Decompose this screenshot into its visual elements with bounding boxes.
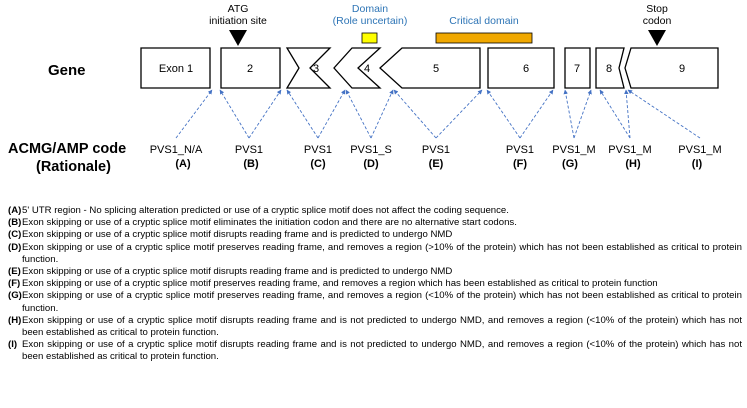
note-text: 5' UTR region - No splicing alteration p… <box>22 205 509 216</box>
exon-label: 3 <box>313 63 319 75</box>
atg-label-line2: initiation site <box>209 15 267 27</box>
atg-label-line1: ATG <box>228 3 249 15</box>
code-c: PVS1 <box>304 144 332 156</box>
exon-label: 6 <box>523 63 529 75</box>
note-text: Exon skipping or use of a cryptic splice… <box>22 278 658 290</box>
exon-2 <box>220 47 281 89</box>
domain-uncertain-bar <box>361 32 378 44</box>
note-label: (F) <box>8 278 21 290</box>
note-label: (E) <box>8 266 21 278</box>
note-label: (I) <box>8 339 18 351</box>
note-label: (B) <box>8 217 22 229</box>
gene-label: Gene <box>48 62 86 79</box>
code-d: PVS1_S <box>350 144 392 156</box>
arrow-b-right <box>248 89 282 139</box>
code-h: PVS1_M <box>608 144 651 156</box>
note-label: (H) <box>8 314 22 326</box>
code-letter-g: (G) <box>562 158 578 170</box>
note-label: (C) <box>8 229 22 241</box>
note-b: (B)Exon skipping or use of a cryptic spl… <box>8 217 742 229</box>
rationale-notes: (A)5' UTR region - No splicing alteratio… <box>8 205 742 364</box>
exon-label: 9 <box>679 63 685 75</box>
exon-label: 5 <box>433 63 439 75</box>
code-letter-i: (I) <box>692 158 703 170</box>
note-text: Exon skipping or use of a cryptic splice… <box>22 241 742 265</box>
arrow-c-right <box>317 89 346 139</box>
code-e: PVS1 <box>422 144 450 156</box>
exon-4 <box>333 47 382 89</box>
exon-9 <box>624 47 719 89</box>
note-text: Exon skipping or use of a cryptic splice… <box>22 290 742 314</box>
stop-label-line1: Stop <box>646 3 668 15</box>
stop-label-line2: codon <box>643 15 672 27</box>
exon-label: 4 <box>364 63 370 75</box>
note-f: (F)Exon skipping or use of a cryptic spl… <box>8 278 742 290</box>
arrow-c-left <box>286 89 319 139</box>
exon-label: 8 <box>606 63 612 75</box>
code-letter-h: (H) <box>625 158 641 170</box>
domain-uncertain-line2: (Role uncertain) <box>333 15 408 27</box>
code-sublabel: (Rationale) <box>36 159 111 175</box>
code-i: PVS1_M <box>678 144 721 156</box>
note-d: (D)Exon skipping or use of a cryptic spl… <box>8 242 742 266</box>
exon-7 <box>564 47 591 89</box>
arrow-e-left <box>393 89 437 139</box>
code-f: PVS1 <box>506 144 534 156</box>
note-label: (G) <box>8 290 22 302</box>
code-letter-b: (B) <box>243 158 259 170</box>
arrow-d-left <box>345 89 372 139</box>
exon-6 <box>487 47 555 89</box>
note-h: (H)Exon skipping or use of a cryptic spl… <box>8 315 742 339</box>
note-e: (E)Exon skipping or use of a cryptic spl… <box>8 266 742 278</box>
note-text: Exon skipping or use of a cryptic splice… <box>22 339 742 363</box>
note-label: (D) <box>8 241 22 253</box>
exon-1 <box>140 47 211 89</box>
note-g: (G)Exon skipping or use of a cryptic spl… <box>8 290 742 314</box>
note-text: Exon skipping or use of a cryptic splice… <box>22 266 453 278</box>
exon-label: 2 <box>247 63 253 75</box>
critical-domain-label: Critical domain <box>449 15 519 27</box>
gene-diagram: Gene ACMG/AMP code (Rationale) ATG initi… <box>8 3 722 175</box>
arrow-i <box>627 89 701 139</box>
code-b: PVS1 <box>235 144 263 156</box>
code-letter-a: (A) <box>175 158 191 170</box>
note-i: (I) Exon skipping or use of a cryptic spl… <box>8 339 742 363</box>
note-c: (C)Exon skipping or use of a cryptic spl… <box>8 229 742 241</box>
code-letter-f: (F) <box>513 158 527 170</box>
arrow-h-right <box>624 89 631 139</box>
domain-uncertain-line1: Domain <box>352 3 388 15</box>
arrow-f-left <box>486 89 521 139</box>
exon-3 <box>285 47 332 89</box>
arrow-e-right <box>435 89 483 139</box>
code-letter-d: (D) <box>363 158 379 170</box>
arrow-b-left <box>219 89 250 139</box>
code-g: PVS1_M <box>552 144 595 156</box>
arrow-f-right <box>519 89 554 139</box>
code-letter-e: (E) <box>429 158 444 170</box>
exon-label: 7 <box>574 63 580 75</box>
code-letter-c: (C) <box>310 158 326 170</box>
critical-domain-bar <box>435 32 533 44</box>
atg-marker-icon <box>229 30 247 46</box>
exon-5 <box>379 47 481 89</box>
note-a: (A)5' UTR region - No splicing alteratio… <box>8 205 742 217</box>
exon-8 <box>595 47 625 89</box>
arrow-a <box>175 89 213 139</box>
note-text: Exon skipping or use of a cryptic splice… <box>22 217 517 229</box>
code-a: PVS1_N/A <box>150 144 203 156</box>
arrow-d-right <box>370 89 394 139</box>
note-text: Exon skipping or use of a cryptic splice… <box>22 314 742 339</box>
stop-marker-icon <box>648 30 666 46</box>
code-label: ACMG/AMP code <box>8 141 126 157</box>
note-text: Exon skipping or use of a cryptic splice… <box>22 229 453 241</box>
note-label: (A) <box>8 205 22 216</box>
arrow-g-left <box>563 89 575 139</box>
arrow-g-right <box>573 89 592 139</box>
exon-label: Exon 1 <box>159 63 193 75</box>
arrow-h-left <box>599 89 631 139</box>
